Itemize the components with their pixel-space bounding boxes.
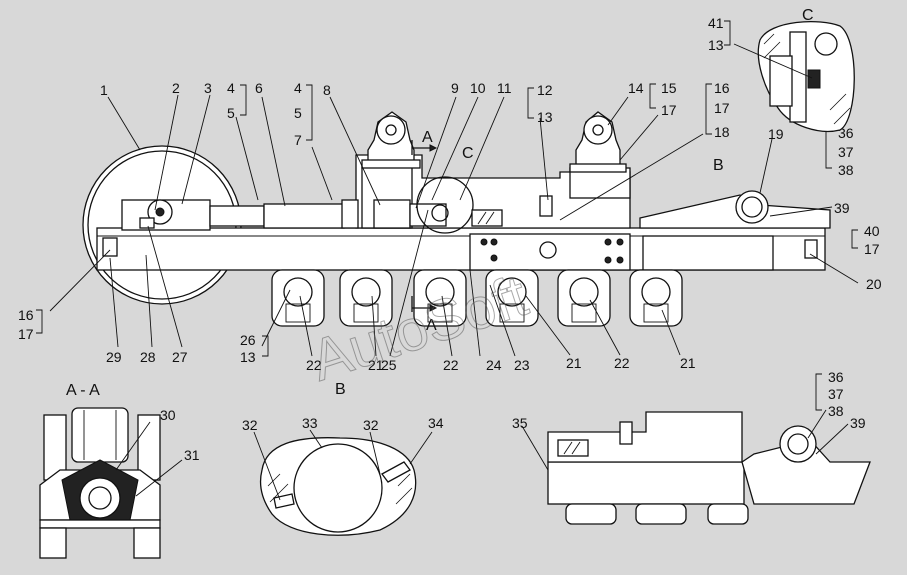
callout-33: 33 bbox=[302, 415, 318, 431]
callout-22b: 22 bbox=[443, 357, 459, 373]
callout-32b: 32 bbox=[363, 417, 379, 433]
callout-38b: 38 bbox=[828, 403, 844, 419]
callout-29: 29 bbox=[106, 349, 122, 365]
leader-lines bbox=[49, 94, 859, 357]
callout-21: 21 bbox=[368, 357, 384, 373]
callout-37b: 37 bbox=[828, 386, 844, 402]
callout-1: 1 bbox=[100, 82, 108, 98]
detail-b-title: B bbox=[335, 381, 346, 398]
callout-38: 38 bbox=[838, 162, 854, 178]
tension-cylinder bbox=[263, 203, 345, 229]
callout-8: 8 bbox=[323, 82, 331, 98]
section-marks: A A C B bbox=[422, 129, 724, 334]
section-a-top: A bbox=[422, 129, 433, 146]
callout-5: 5 bbox=[227, 105, 235, 121]
detail-b-view: B 32 33 32 34 bbox=[242, 381, 444, 536]
callout-21b: 21 bbox=[566, 355, 582, 371]
side-view-35: 35 36 37 38 39 bbox=[512, 369, 871, 525]
callout-3: 3 bbox=[204, 80, 212, 96]
callout-17: 17 bbox=[661, 102, 677, 118]
carrier-roller-front bbox=[361, 111, 421, 169]
callout-27: 27 bbox=[172, 349, 188, 365]
callout-40: 40 bbox=[864, 223, 880, 239]
callout-22c: 22 bbox=[614, 355, 630, 371]
callout-16b: 16 bbox=[18, 307, 34, 323]
callout-16: 16 bbox=[714, 80, 730, 96]
callout-35: 35 bbox=[512, 415, 528, 431]
callout-36b: 36 bbox=[828, 369, 844, 385]
callout-12: 12 bbox=[537, 82, 553, 98]
main-view: 1 2 3 4 5 6 4 5 7 8 9 10 11 12 13 14 15 … bbox=[18, 15, 882, 373]
detail-c-title: C bbox=[802, 7, 814, 24]
callout-labels: 1 2 3 4 5 6 4 5 7 8 9 10 11 12 13 14 15 … bbox=[18, 15, 882, 373]
callout-6: 6 bbox=[255, 80, 263, 96]
callout-5b: 5 bbox=[294, 105, 302, 121]
section-aa-title: A - A bbox=[66, 382, 100, 399]
callout-37: 37 bbox=[838, 144, 854, 160]
callout-30: 30 bbox=[160, 407, 176, 423]
callout-17d: 17 bbox=[18, 326, 34, 342]
callout-13: 13 bbox=[537, 109, 553, 125]
callout-26: 26 bbox=[240, 332, 256, 348]
callout-25: 25 bbox=[381, 357, 397, 373]
section-a-bottom: A bbox=[426, 317, 437, 334]
callout-39: 39 bbox=[834, 200, 850, 216]
callout-2: 2 bbox=[172, 80, 180, 96]
callout-brackets bbox=[36, 20, 858, 357]
callout-21c: 21 bbox=[680, 355, 696, 371]
callout-22: 22 bbox=[306, 357, 322, 373]
callout-13b: 13 bbox=[708, 37, 724, 53]
callout-11: 11 bbox=[497, 80, 512, 96]
callout-4b: 4 bbox=[294, 80, 302, 96]
callout-15: 15 bbox=[661, 80, 677, 96]
callout-4: 4 bbox=[227, 80, 235, 96]
carrier-roller-rear bbox=[569, 111, 627, 173]
section-aa-view: A - A 30 31 bbox=[39, 382, 200, 559]
callout-32a: 32 bbox=[242, 417, 258, 433]
callout-9: 9 bbox=[451, 80, 459, 96]
track-rollers bbox=[271, 269, 683, 327]
callout-34: 34 bbox=[428, 415, 444, 431]
callout-28: 28 bbox=[140, 349, 156, 365]
callout-10: 10 bbox=[470, 80, 486, 96]
callout-24: 24 bbox=[486, 357, 502, 373]
section-b-mark: B bbox=[713, 157, 724, 174]
callout-19: 19 bbox=[768, 126, 784, 142]
callout-17b: 17 bbox=[714, 100, 730, 116]
callout-14: 14 bbox=[628, 80, 644, 96]
callout-20: 20 bbox=[866, 276, 882, 292]
callout-18: 18 bbox=[714, 124, 730, 140]
callout-39b: 39 bbox=[850, 415, 866, 431]
callout-41: 41 bbox=[708, 15, 724, 31]
section-c-mark: C bbox=[462, 145, 474, 162]
callout-31: 31 bbox=[184, 447, 200, 463]
callout-7: 7 bbox=[294, 132, 302, 148]
callout-23: 23 bbox=[514, 357, 530, 373]
callout-13c: 13 bbox=[240, 349, 256, 365]
callout-17c: 17 bbox=[864, 241, 880, 257]
detail-c-view: C bbox=[733, 7, 855, 132]
